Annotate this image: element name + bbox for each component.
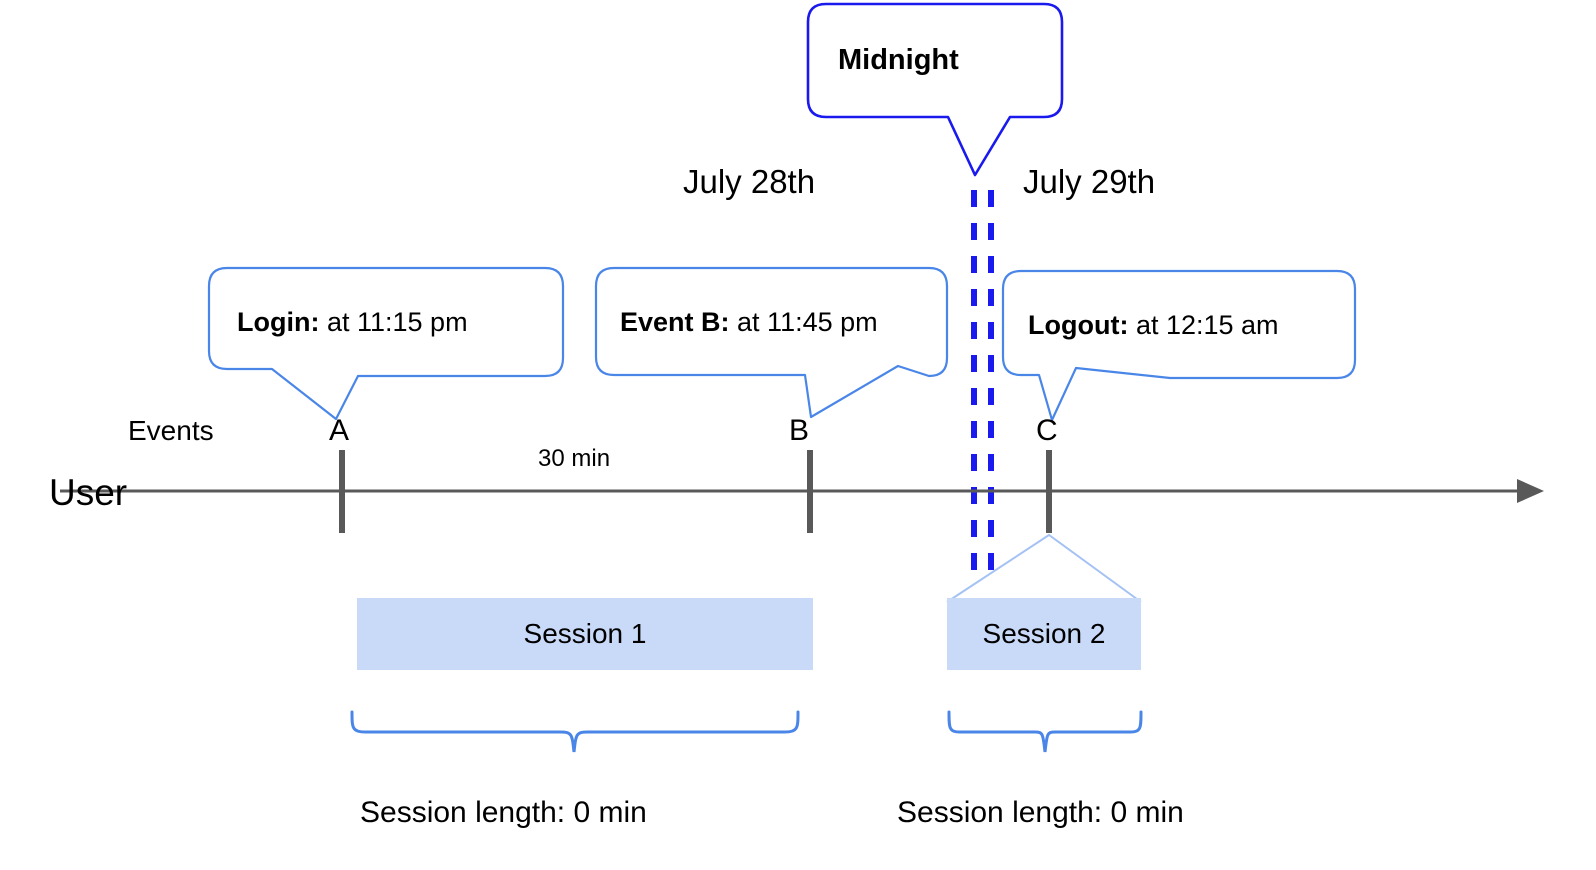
session-2-label: Session 2: [982, 618, 1106, 649]
events-row-label: Events: [128, 415, 214, 446]
callout-a-rest: at 11:15 pm: [319, 307, 468, 337]
gap-duration-label: 30 min: [538, 445, 611, 472]
callout-c-rest: at 12:15 am: [1128, 310, 1279, 340]
callout-shape-c: [1001, 269, 1357, 422]
session-1-block: Session 1: [357, 598, 813, 670]
event-point-label-b: B: [789, 414, 810, 447]
date-label-july-28: July 28th: [683, 163, 816, 200]
timeline-ticks: [339, 450, 1052, 533]
date-label-july-29: July 29th: [1023, 163, 1156, 200]
callout-b-rest: at 11:45 pm: [729, 307, 878, 337]
event-point-label-a: A: [329, 414, 350, 447]
session-1-label: Session 1: [523, 618, 647, 649]
brace-session-1: [350, 710, 800, 753]
callout-shape-a: [207, 266, 565, 421]
callout-b-bold: Event B:: [620, 307, 730, 337]
callout-shape-b: [594, 266, 949, 419]
session-2-length-label: Session length: 0 min: [897, 796, 1184, 829]
user-row-label: User: [49, 472, 128, 513]
session-2-connector: [946, 533, 1142, 603]
session-1-length-label: Session length: 0 min: [360, 796, 647, 829]
brace-session-2: [947, 710, 1143, 753]
midnight-callout-label: Midnight: [838, 44, 959, 76]
callout-label-c: Logout: at 12:15 am: [1028, 310, 1279, 341]
event-point-label-c: C: [1036, 414, 1058, 447]
callout-a-bold: Login:: [237, 307, 320, 337]
callout-c-bold: Logout:: [1028, 310, 1129, 340]
callout-label-b: Event B: at 11:45 pm: [620, 307, 878, 338]
callout-label-a: Login: at 11:15 pm: [237, 307, 468, 338]
midnight-boundary-dashed-lines: [971, 190, 994, 572]
session-2-block: Session 2: [947, 598, 1141, 670]
midnight-callout-shape: [806, 2, 1064, 177]
